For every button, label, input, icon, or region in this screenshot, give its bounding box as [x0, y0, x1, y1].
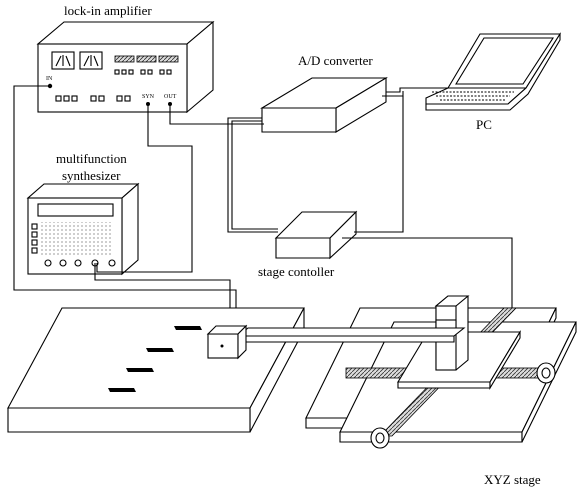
display-panel: [114, 55, 179, 75]
front-buttons: [55, 95, 131, 102]
ad-converter-label: A/D converter: [298, 53, 373, 68]
out-port-label: OUT: [164, 94, 177, 100]
sample-plate: [7, 307, 305, 433]
cables: [13, 85, 513, 326]
xyz-stage: [305, 295, 577, 449]
in-port-label: IN: [46, 76, 53, 82]
sample-stripe: [126, 368, 154, 372]
laptop-pc: [425, 32, 561, 111]
syn-port-label: SYN: [142, 94, 155, 100]
stage-controller-label: stage contoller: [258, 264, 335, 279]
sample-stripe: [108, 388, 136, 392]
meter-dial-icon: [79, 51, 103, 70]
probe-arm: [206, 324, 466, 360]
lock-in-amplifier-label: lock-in amplifier: [64, 3, 152, 18]
multifunction-synthesizer: [26, 182, 140, 276]
meter-dial-icon: [51, 51, 75, 70]
synthesizer-label-line2: synthesizer: [62, 168, 121, 183]
sample-stripe: [174, 326, 202, 330]
ad-converter: [260, 77, 388, 133]
sample-stripe: [146, 348, 174, 352]
xyz-stage-label: XYZ stage: [484, 472, 541, 487]
synth-display: [37, 203, 114, 217]
lock-in-amplifier: IN SYN OUT: [36, 20, 215, 114]
synthesizer-label-line1: multifunction: [56, 151, 127, 166]
stage-controller: [274, 210, 358, 260]
pc-label: PC: [476, 117, 492, 132]
